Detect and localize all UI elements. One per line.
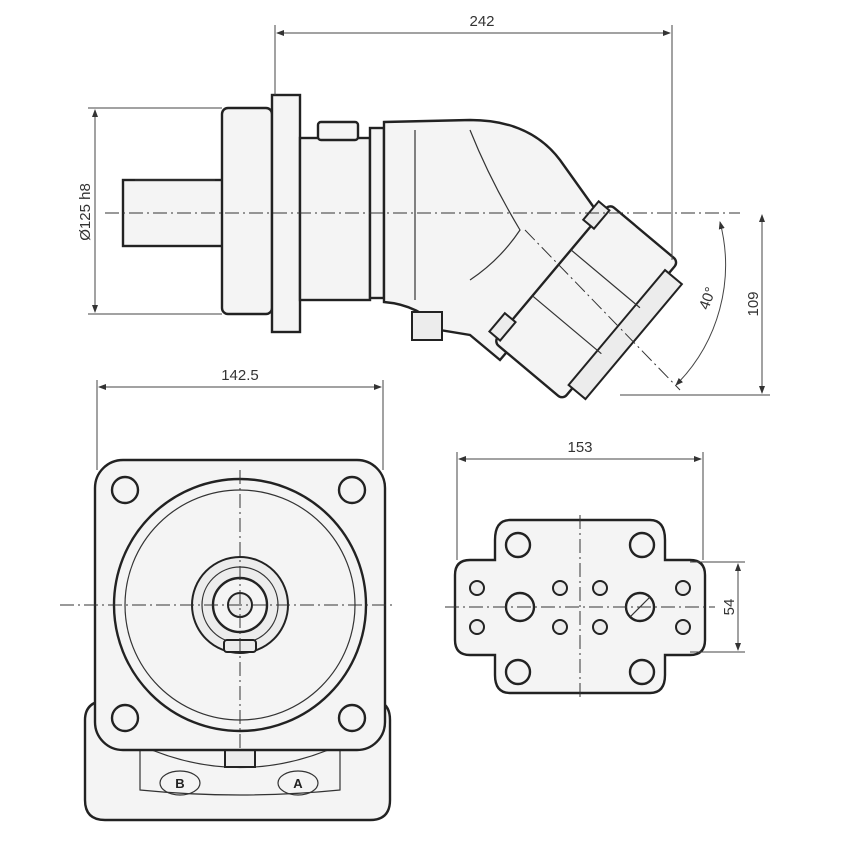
flange-bolt-holes — [110, 475, 367, 733]
port-head-bolt — [487, 311, 517, 342]
front-view: B A 142.5 — [60, 367, 395, 822]
port-label-a: A — [293, 776, 303, 791]
housing-boss — [316, 120, 360, 142]
port-b-marker — [159, 770, 201, 796]
small-hole — [552, 580, 568, 596]
side-view — [105, 93, 740, 401]
small-hole — [592, 580, 608, 596]
port-head-line — [532, 295, 602, 355]
small-hole — [592, 619, 608, 635]
dim-port-plate-width: 153 — [567, 439, 592, 456]
bolt-hole — [504, 658, 532, 686]
bolt-hole — [337, 703, 367, 733]
dim-pilot-diameter: Ø125 h8 — [77, 183, 94, 241]
small-hole — [469, 580, 485, 596]
bolt-hole — [504, 531, 532, 559]
port-block — [139, 744, 341, 796]
port-head-line — [570, 249, 641, 309]
dim-flange-width: 142.5 — [221, 367, 259, 384]
side-dimensions: 242 Ø125 h8 40° 109 — [77, 13, 770, 396]
head-centerline — [524, 229, 681, 391]
dim-port-spacing: 54 — [721, 599, 738, 616]
dim-height-offset: 109 — [745, 291, 762, 316]
port-plate-view: 153 54 — [445, 439, 745, 700]
bolt-hole — [628, 531, 656, 559]
bolt-hole — [110, 703, 140, 733]
bearing-housing — [298, 136, 372, 302]
angle-arc — [675, 221, 727, 386]
port-head — [487, 199, 684, 401]
port-plate-small-holes — [469, 580, 691, 635]
housing-contour — [469, 129, 521, 281]
bolt-hole — [110, 475, 140, 505]
small-hole — [675, 619, 691, 635]
bolt-hole — [628, 658, 656, 686]
port-a-marker — [277, 770, 319, 796]
small-hole — [675, 580, 691, 596]
dim-overall-length: 242 — [469, 13, 494, 30]
small-hole — [469, 619, 485, 635]
dim-bent-angle: 40° — [696, 285, 720, 312]
port-head-bolt — [581, 199, 611, 231]
drain-plug — [411, 311, 443, 341]
small-hole — [552, 619, 568, 635]
pilot — [220, 106, 274, 316]
port-label-b: B — [175, 776, 184, 791]
bolt-hole — [337, 475, 367, 505]
